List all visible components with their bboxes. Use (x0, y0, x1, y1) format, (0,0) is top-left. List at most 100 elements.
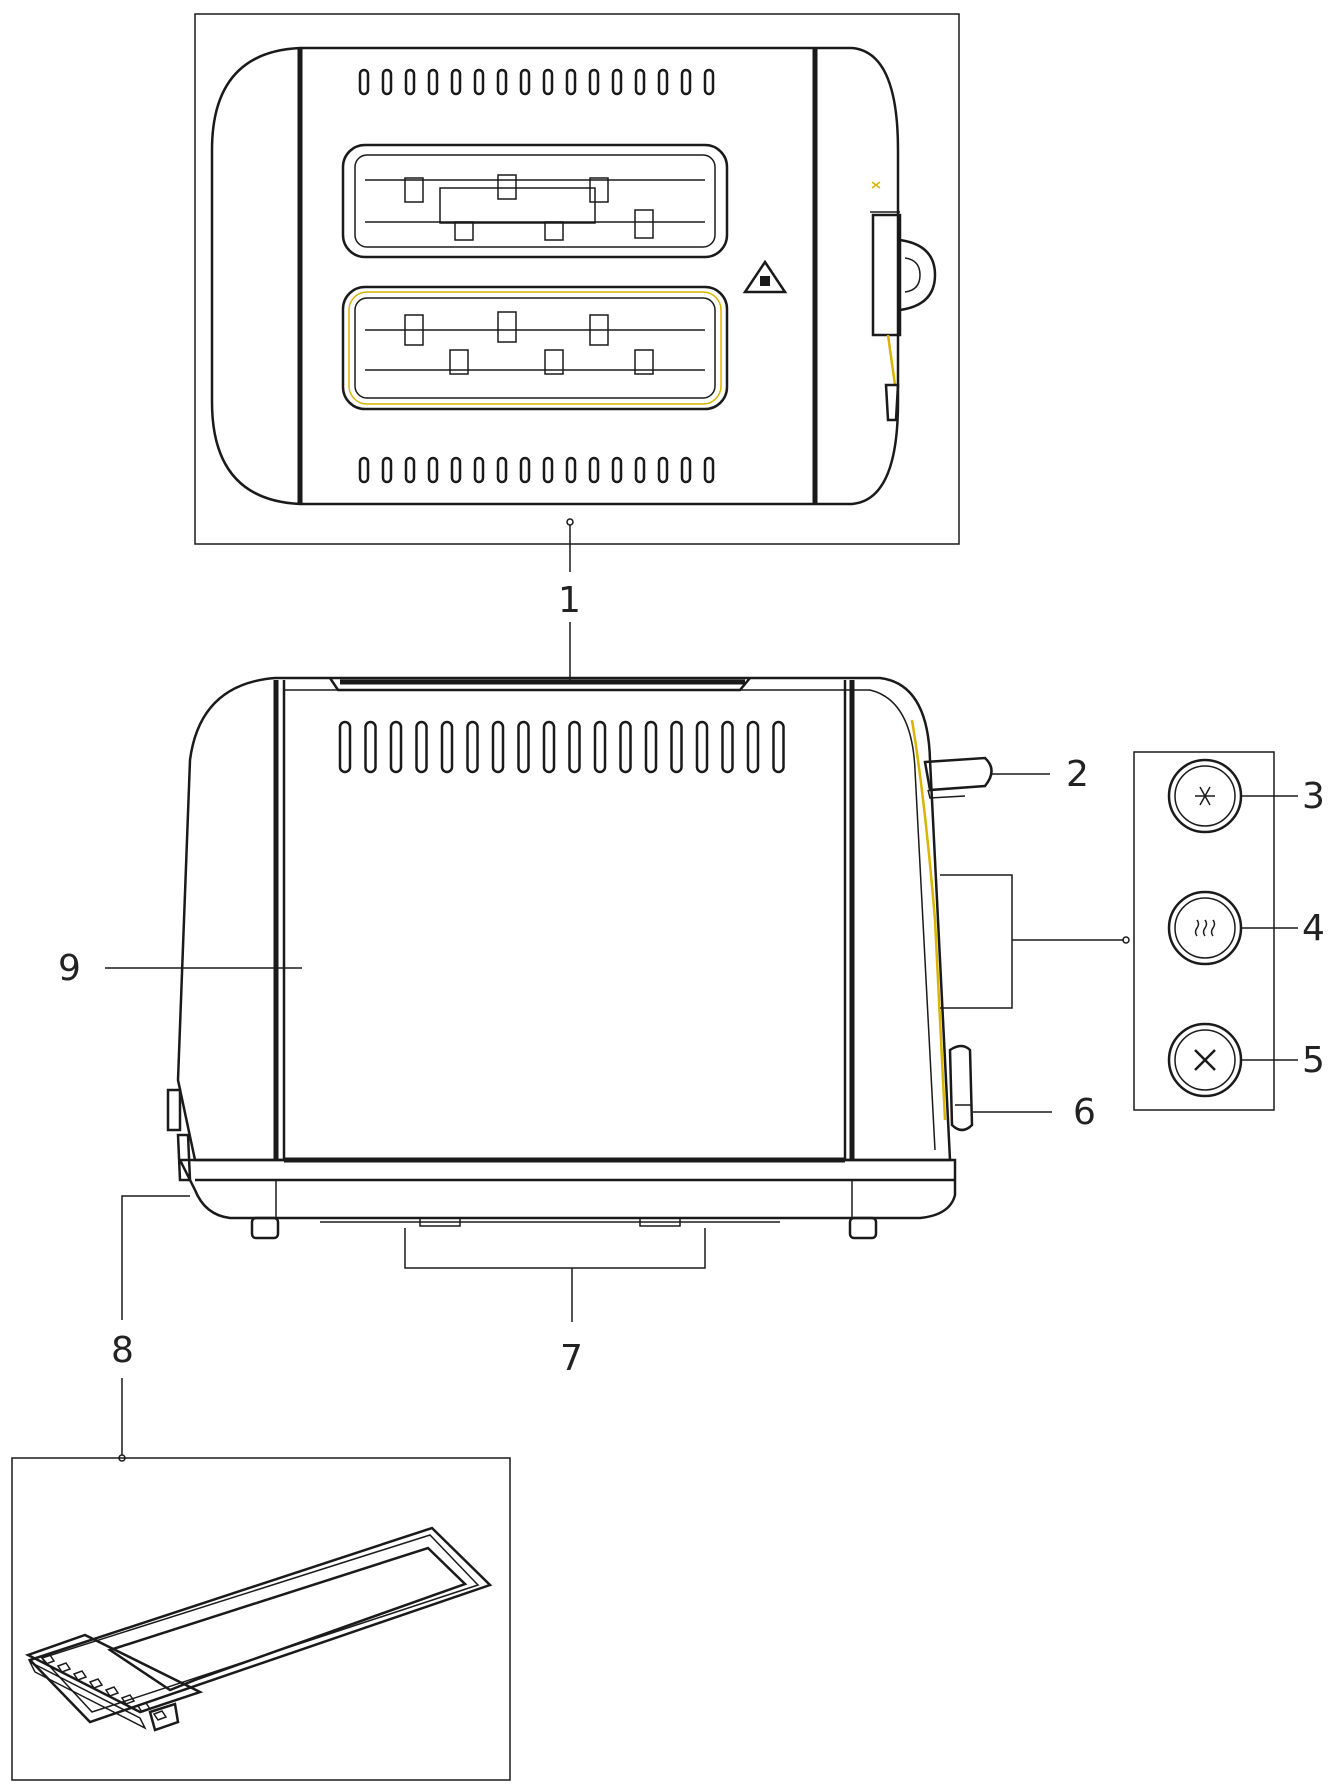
tray-vent (72, 1670, 88, 1681)
callout-4: 4 (1302, 908, 1325, 949)
vent-slot (404, 456, 416, 484)
tray-vent (152, 1710, 168, 1721)
vent-slot (593, 720, 607, 774)
toaster-body (176, 676, 952, 1162)
vent-slot (517, 720, 530, 774)
vent-slot (358, 68, 370, 96)
crumb-tray-detail (11, 1457, 511, 1781)
lever (923, 756, 993, 799)
crumb-tray-inner (107, 1546, 468, 1692)
reheat-icon (1194, 919, 1216, 937)
vent-slot (772, 720, 785, 774)
vent-slot (415, 720, 428, 774)
tray-vent (136, 1702, 152, 1713)
vent-slot (670, 720, 683, 774)
tray-vent (120, 1694, 136, 1705)
toaster-base (177, 1157, 957, 1240)
vent-slot (588, 456, 600, 484)
vent-slot (519, 68, 531, 96)
foot-left (250, 1216, 280, 1240)
vent-slot (565, 456, 577, 484)
vent-slot (450, 456, 462, 484)
leader-8-upper (121, 1195, 190, 1320)
top-vents-upper (358, 68, 715, 96)
button-panel-detail: 3 4 5 (1133, 751, 1325, 1111)
vent-slot (496, 68, 508, 96)
top-view-body (210, 46, 900, 506)
vent-slot (680, 456, 692, 484)
vent-slot (542, 720, 556, 774)
tray-vent (88, 1678, 104, 1689)
vent-slot (440, 720, 454, 774)
vent-slot (588, 68, 600, 96)
vent-slot (473, 456, 485, 484)
vent-slot (389, 720, 403, 774)
vent-slot (644, 720, 658, 774)
vent-slot (542, 456, 554, 484)
vent-slot (381, 456, 393, 484)
vent-slot (496, 456, 508, 484)
callout-9: 9 (58, 948, 81, 989)
crumb-tray-frame (11, 1457, 511, 1781)
callout-8: 8 (111, 1330, 134, 1371)
vent-slot (565, 68, 577, 96)
tray-vent (56, 1662, 72, 1673)
cancel-button (1167, 1022, 1243, 1098)
vent-slot (466, 720, 479, 774)
crumb-tray-tab (166, 1088, 192, 1182)
callout-7: 7 (560, 1338, 583, 1379)
callout-6: 6 (1073, 1092, 1096, 1133)
foot-right (848, 1216, 878, 1240)
button-panel-frame (1133, 751, 1275, 1111)
vent-slot (542, 68, 554, 96)
vent-slot (491, 720, 505, 774)
vent-slot (721, 720, 734, 774)
crumb-tray-outer (27, 1526, 493, 1724)
vent-slot (703, 456, 715, 484)
bread-slot-1 (341, 143, 729, 259)
crumb-tray-handle (24, 1633, 204, 1714)
warning-triangle-icon (742, 259, 788, 294)
crumb-tray-slots (40, 1654, 168, 1721)
top-vents-lower (358, 456, 715, 484)
vent-slot (611, 456, 623, 484)
vent-slot (634, 456, 646, 484)
defrost-button (1167, 758, 1243, 834)
vent-slot (364, 720, 377, 774)
snowflake-icon (1195, 786, 1215, 806)
cancel-icon (1194, 1049, 1216, 1071)
vent-slot (657, 68, 669, 96)
vent-slot (568, 720, 581, 774)
callout-3: 3 (1302, 776, 1325, 817)
vent-slot (404, 68, 416, 96)
tray-vent (104, 1686, 120, 1697)
vent-slot (619, 720, 632, 774)
callout-1: 1 (558, 580, 581, 621)
front-view: 2 6 7 8 9 (58, 676, 1130, 1462)
vent-slot (680, 68, 692, 96)
control-panel-area (940, 874, 1013, 1009)
vent-slot (358, 456, 370, 484)
top-view: 1 (194, 13, 960, 680)
vent-slot (634, 68, 646, 96)
vent-slot (450, 68, 462, 96)
tray-vent (40, 1654, 56, 1665)
vent-slot (695, 720, 709, 774)
bracket-7 (404, 1228, 706, 1269)
vent-slot (473, 68, 485, 96)
vent-slot (657, 456, 669, 484)
browning-knob (948, 1044, 974, 1132)
front-vents (338, 720, 785, 774)
vent-slot (746, 720, 760, 774)
vent-slot (381, 68, 393, 96)
top-view-lever (870, 181, 937, 422)
vent-slot (338, 720, 352, 774)
bread-slot-2 (341, 285, 729, 411)
vent-slot (427, 456, 439, 484)
callout-5: 5 (1302, 1040, 1325, 1081)
vent-slot (519, 456, 531, 484)
vent-slot (611, 68, 623, 96)
vent-slot (703, 68, 715, 96)
vent-slot (427, 68, 439, 96)
